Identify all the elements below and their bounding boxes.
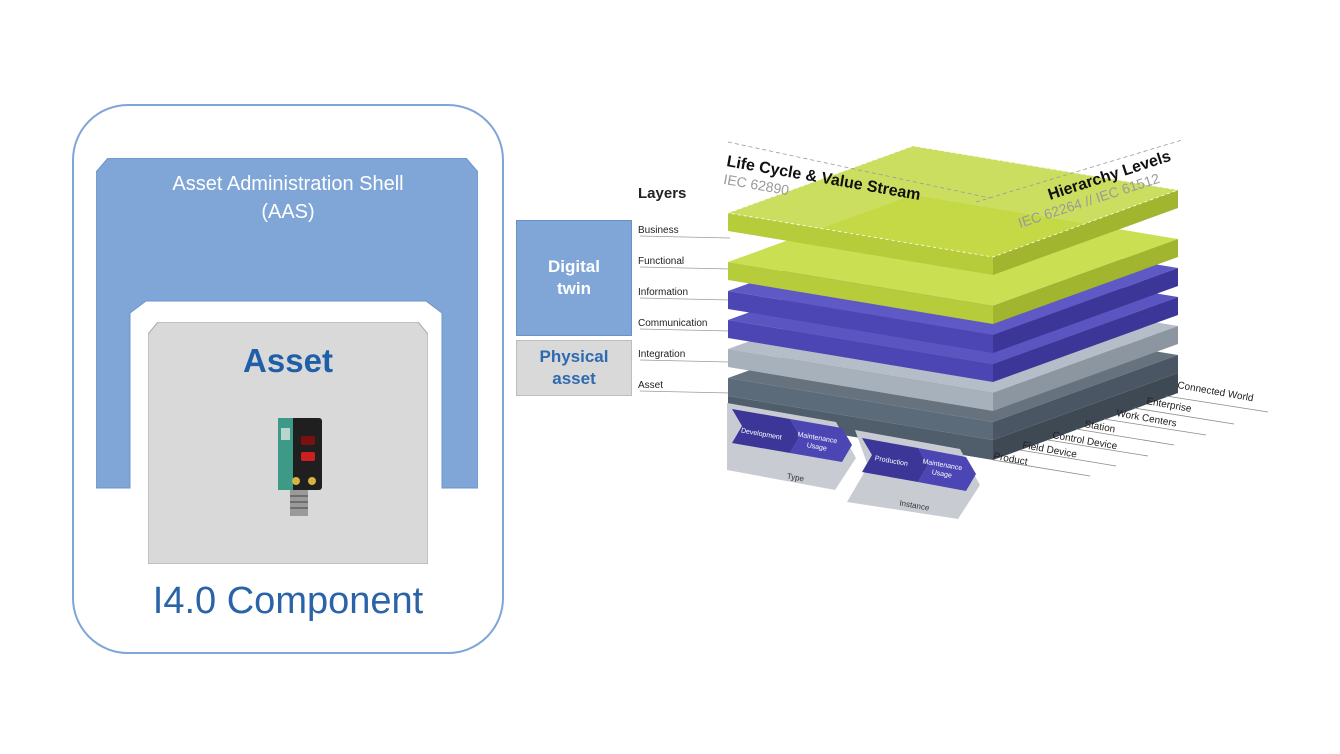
layers-heading: Layers xyxy=(638,185,686,202)
layer-label-communication: Communication xyxy=(638,318,707,329)
layer-label-information: Information xyxy=(638,287,688,298)
hierarchy-level-station: Station xyxy=(1083,419,1116,435)
asset-title: Asset xyxy=(243,342,333,379)
layer-label-business: Business xyxy=(638,225,679,236)
hierarchy-level-product: Product xyxy=(992,451,1028,468)
lifecycle-instance-group xyxy=(847,430,980,519)
sensor-device-icon xyxy=(278,418,322,516)
i40-component-frame xyxy=(72,104,504,654)
stage-type-maintenance-line2: Usage xyxy=(806,442,827,452)
stage-instance-maintenance-line2: Usage xyxy=(931,469,952,479)
lifecycle-type-group xyxy=(727,403,856,490)
layer-business xyxy=(726,145,1180,275)
type-label: Type xyxy=(786,472,805,484)
component-title: I4.0 Component xyxy=(152,580,424,622)
physical-asset-label: Physical asset xyxy=(516,340,632,396)
rami-cube: Layers Business Functional Information C… xyxy=(638,139,1269,519)
layer-label-functional: Functional xyxy=(638,256,684,267)
digital-twin-label: Digital twin xyxy=(516,220,632,336)
aas-title: Asset Administration Shell (AAS) xyxy=(172,173,404,223)
aas-shell-shape xyxy=(96,158,478,489)
hierarchy-level-connected-world: Connected World xyxy=(1176,380,1254,404)
layer-label-integration: Integration xyxy=(638,349,685,360)
hierarchy-level-work-centers: Work Centers xyxy=(1115,408,1177,429)
layer-label-asset: Asset xyxy=(638,380,663,391)
